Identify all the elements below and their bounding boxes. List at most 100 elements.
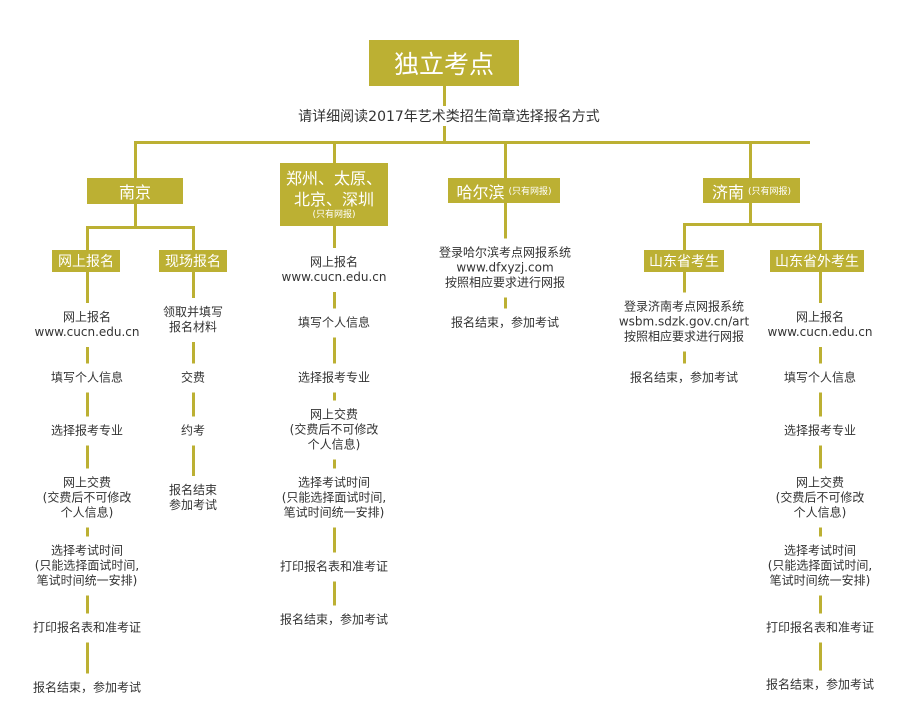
step-text: 选择报考专业 (50, 423, 124, 438)
step-zhengzhou: 选择报考专业 (297, 363, 371, 393)
step-text: 个人信息) (307, 437, 361, 452)
step-nanjing-onsite: 领取并填写报名材料 (162, 298, 224, 342)
step-text: (交费后不可修改 (775, 490, 865, 505)
step-text: 选择考试时间 (50, 543, 123, 558)
region-label: 哈尔滨 (456, 182, 505, 202)
title: 独立考点 (393, 50, 494, 79)
step-text: 填写个人信息 (50, 370, 124, 385)
connector (134, 203, 137, 228)
step-nanjing-online: 报名结束，参加考试 (32, 673, 142, 703)
step-zhengzhou: 网上交费(交费后不可修改个人信息) (289, 400, 379, 460)
step-text: 参加考试 (168, 498, 218, 512)
connector (504, 141, 507, 179)
step-zhengzhou: 填写个人信息 (297, 308, 371, 338)
connector (443, 126, 446, 143)
step-text: 网上报名 (795, 310, 844, 324)
step-zhengzhou: 选择考试时间(只能选择面试时间,笔试时间统一安排) (281, 468, 387, 528)
step-text: 报名结束 (168, 483, 218, 497)
connector (86, 226, 89, 251)
region-zhengzhou: 郑州、太原、 北京、深圳 (只有网报) (280, 163, 388, 226)
step-text: 报名结束，参加考试 (32, 680, 142, 695)
step-text: (只能选择面试时间, (281, 490, 387, 505)
step-nanjing-online: 打印报名表和准考证 (32, 613, 142, 643)
subbox-label: 山东省外考生 (775, 254, 859, 270)
connector (134, 141, 137, 179)
subbox-onsite: 现场报名 (159, 250, 227, 272)
step-text: 网上交费 (62, 475, 111, 490)
step-text: 个人信息) (60, 505, 114, 520)
step-text: 网上交费 (795, 475, 844, 490)
step-text: 填写个人信息 (783, 370, 857, 385)
region-harbin: 哈尔滨 (只有网报) (448, 178, 560, 203)
title-box: 独立考点 (369, 40, 519, 86)
step-jinan-shandong: 报名结束，参加考试 (629, 363, 739, 393)
step-nanjing-onsite: 报名结束参加考试 (168, 476, 218, 520)
step-text: www.cucn.edu.cn (281, 270, 387, 284)
step-nanjing-onsite: 约考 (180, 416, 206, 446)
step-text: 选择报考专业 (783, 423, 857, 438)
subbox-online: 网上报名 (52, 250, 120, 272)
step-zhengzhou: 打印报名表和准考证 (279, 552, 389, 582)
step-text: (交费后不可修改 (42, 490, 132, 505)
step-text: wsbm.sdzk.gov.cn/art (618, 314, 750, 329)
subtitle: 请详细阅读2017年艺术类招生简章选择报名方式 (294, 106, 604, 126)
region-label: 南京 (118, 183, 151, 202)
step-jinan-outside: 填写个人信息 (783, 363, 857, 393)
connector (134, 141, 810, 144)
region-jinan: 济南 (只有网报) (703, 178, 800, 203)
step-text: www.cucn.edu.cn (34, 325, 140, 339)
step-jinan-outside: 选择考试时间(只能选择面试时间,笔试时间统一安排) (767, 536, 873, 596)
step-text: 报名结束，参加考试 (279, 612, 389, 627)
step-text: 约考 (180, 423, 206, 438)
region-label: 济南 (711, 182, 744, 202)
step-text: 网上报名 (62, 310, 111, 324)
step-harbin: 报名结束，参加考试 (450, 308, 560, 338)
region-label: 郑州、太原、 (285, 169, 382, 188)
connector (683, 223, 686, 251)
step-text: 登录哈尔滨考点网报系统 (438, 245, 572, 260)
step-text: 选择考试时间 (783, 543, 856, 558)
step-text: (只能选择面试时间, (34, 558, 140, 573)
subbox-label: 山东省考生 (649, 254, 719, 270)
step-nanjing-online: 选择考试时间(只能选择面试时间,笔试时间统一安排) (34, 536, 140, 596)
step-nanjing-online: 选择报考专业 (50, 416, 124, 446)
step-jinan-outside: 网上交费(交费后不可修改个人信息) (775, 468, 865, 528)
step-text: (交费后不可修改 (289, 422, 379, 437)
region-note: (只有网报) (508, 187, 552, 197)
step-text: 打印报名表和准考证 (765, 620, 875, 635)
step-text: 笔试时间统一安排) (36, 573, 138, 588)
step-text: (只能选择面试时间, (767, 558, 873, 573)
connector (86, 226, 194, 229)
step-zhengzhou: 报名结束，参加考试 (279, 605, 389, 635)
step-text: 按照相应要求进行网报 (444, 275, 566, 290)
step-nanjing-online: 填写个人信息 (50, 363, 124, 393)
step-text: 选择报考专业 (297, 370, 371, 385)
step-text: 领取并填写 (162, 305, 224, 319)
subbox-label: 网上报名 (58, 254, 114, 270)
connector (192, 226, 195, 251)
step-text: 登录济南考点网报系统 (623, 299, 744, 314)
step-jinan-outside: 选择报考专业 (783, 416, 857, 446)
step-text: 报名结束，参加考试 (450, 315, 560, 330)
step-text: 填写个人信息 (297, 315, 371, 330)
step-text: 报名结束，参加考试 (629, 370, 739, 385)
step-text: 交费 (180, 370, 206, 385)
step-text: 报名材料 (168, 320, 218, 334)
subbox-shandong: 山东省考生 (644, 250, 724, 272)
step-text: 个人信息) (793, 505, 847, 520)
step-jinan-outside: 报名结束，参加考试 (765, 670, 875, 700)
connector (749, 141, 752, 179)
step-text: 笔试时间统一安排) (283, 505, 385, 520)
step-text: 打印报名表和准考证 (279, 559, 389, 574)
region-nanjing: 南京 (87, 178, 183, 204)
step-text: 报名结束，参加考试 (765, 677, 875, 692)
step-text: www.cucn.edu.cn (767, 325, 873, 339)
step-text: www.dfxyzj.com (456, 260, 554, 275)
connector (749, 202, 752, 225)
step-nanjing-online: 网上交费(交费后不可修改个人信息) (42, 468, 132, 528)
step-text: 笔试时间统一安排) (769, 573, 871, 588)
